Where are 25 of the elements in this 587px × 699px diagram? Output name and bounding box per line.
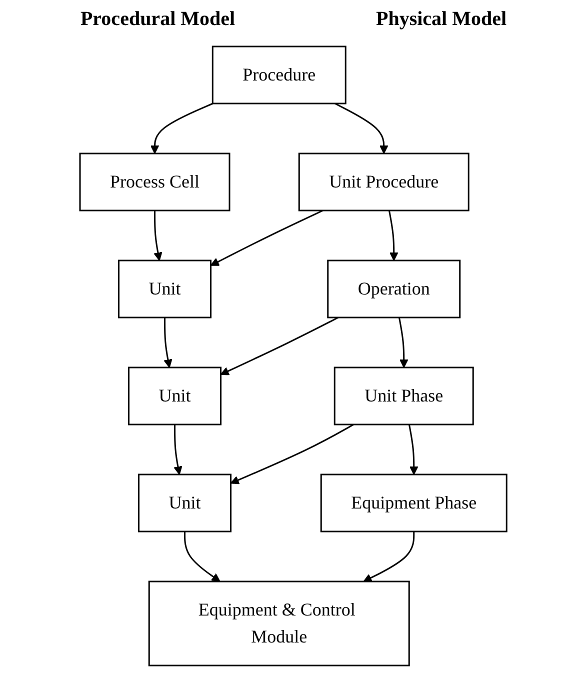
arrow xyxy=(398,317,408,368)
node-box: Operation xyxy=(327,260,461,318)
node-box: Equipment Phase xyxy=(320,474,508,532)
arrow xyxy=(150,102,214,154)
arrow xyxy=(154,210,162,261)
arrow xyxy=(220,316,339,376)
node-box: Unit xyxy=(118,260,212,318)
node-box: Unit Phase xyxy=(334,366,474,426)
node-box: Unit Procedure xyxy=(298,152,470,212)
arrow xyxy=(388,210,398,261)
arrow xyxy=(164,318,172,368)
node-box: Equipment & Control Module xyxy=(148,580,410,666)
arrow xyxy=(408,424,418,475)
node-box: Unit xyxy=(128,366,222,426)
column-heading: Physical Model xyxy=(376,8,507,31)
arrow xyxy=(230,424,354,484)
column-heading: Procedural Model xyxy=(80,8,236,31)
node-box: Unit xyxy=(138,474,232,532)
node-box: Procedure xyxy=(212,46,347,104)
arrow xyxy=(210,210,324,266)
node-box: Process Cell xyxy=(79,152,230,212)
arrow xyxy=(184,532,221,582)
arrow xyxy=(174,424,182,475)
arrow xyxy=(363,532,415,582)
arrow xyxy=(334,102,388,154)
